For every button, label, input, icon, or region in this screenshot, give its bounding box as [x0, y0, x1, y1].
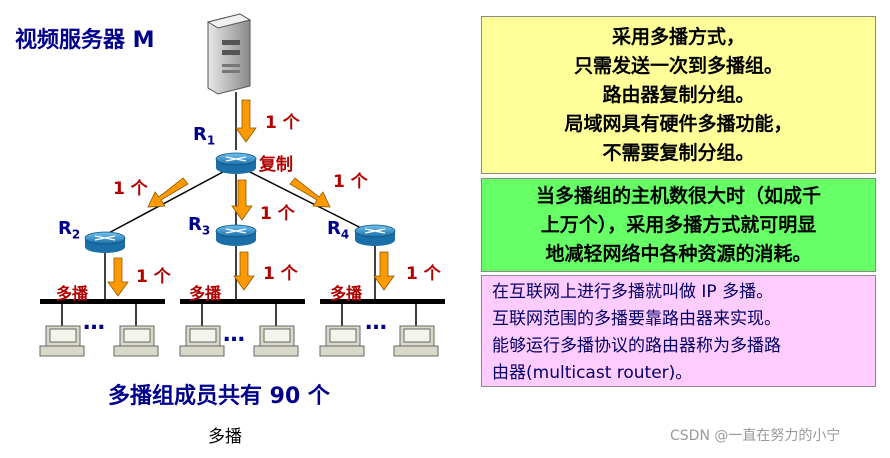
video-server-icon [206, 13, 252, 95]
figure-caption: 多播 [208, 427, 242, 447]
note-box-green: 当多播组的主机数很大时（如成千 上万个），采用多播方式就可明显 地减轻网络中各种… [481, 178, 876, 272]
one-copy-label-lan2: 1 个 [263, 264, 298, 284]
router-r4-subscript: 4 [340, 227, 350, 242]
multicast-diagram: 视频服务器 M R1 R2 R3 R4 复制 1 个 1 个 1 个 1 个 1… [15, 13, 445, 447]
link-r1-r2 [104, 164, 237, 236]
arrow-r4-lan [373, 251, 395, 291]
router-r3-name: R [188, 214, 202, 235]
member-count-caption: 多播组成员共有 90 个 [108, 384, 330, 409]
watermark: CSDN @一直在努力的小宁 [670, 428, 841, 444]
copy-label: 复制 [259, 155, 293, 175]
computer-icon [39, 325, 85, 357]
arrow-server-r1 [235, 99, 257, 143]
computer-icon [113, 325, 159, 357]
arrow-r1-r3 [231, 179, 253, 221]
router-r4-icon [354, 224, 396, 246]
note-line: 在互联网上进行多播就叫做 IP 多播。 [492, 282, 774, 302]
note-line: 路由器复制分组。 [602, 84, 755, 106]
computer-icon [253, 325, 299, 357]
lan-bus-1 [40, 299, 165, 304]
note-line: 由器(multicast router)。 [492, 363, 693, 383]
lan-bus-3 [320, 299, 445, 304]
note-line: 只需发送一次到多播组。 [573, 55, 783, 77]
router-r1-subscript: 1 [206, 133, 216, 148]
ellipsis-lan2: … [223, 322, 245, 347]
router-r1-label: R1 [193, 124, 215, 148]
computer-icon [393, 325, 439, 357]
multicast-label-lan3: 多播 [330, 284, 363, 303]
note-line: 不需要复制分组。 [602, 142, 755, 164]
router-r1-icon [215, 152, 257, 174]
router-r3-subscript: 3 [201, 223, 211, 238]
note-line: 当多播组的主机数很大时（如成千 [535, 185, 821, 207]
note-line: 能够运行多播协议的路由器称为多播路 [492, 336, 781, 356]
one-copy-label-lan3: 1 个 [406, 264, 441, 284]
server-label: 视频服务器 M [15, 28, 155, 53]
arrow-r2-lan [107, 257, 129, 297]
router-r2-label: R2 [58, 218, 80, 242]
note-line: 局域网具有硬件多播功能， [564, 113, 793, 135]
link-r1-r4 [235, 164, 376, 236]
lan-bus-2 [180, 299, 305, 304]
note-line: 上万个），采用多播方式就可明显 [540, 214, 817, 236]
router-r3-label: R3 [188, 214, 210, 238]
router-r1-name: R [193, 124, 207, 145]
arrow-r1-r4 [289, 177, 331, 208]
one-copy-label-r2: 1 个 [113, 179, 148, 199]
router-r4-label: R4 [327, 218, 349, 242]
arrow-r1-r2 [147, 177, 189, 208]
computer-icon [179, 325, 225, 357]
one-copy-label-r4: 1 个 [333, 172, 368, 192]
note-line: 互联网范围的多播要靠路由器来实现。 [492, 309, 781, 329]
multicast-label-lan2: 多播 [189, 284, 222, 303]
note-box-yellow: 采用多播方式， 只需发送一次到多播组。 路由器复制分组。 局域网具有硬件多播功能… [481, 16, 876, 174]
one-copy-label-lan1: 1 个 [136, 267, 171, 287]
router-r2-icon [84, 231, 126, 253]
note-line: 采用多播方式， [611, 26, 745, 48]
network-drawing [39, 13, 445, 357]
router-r2-name: R [58, 218, 72, 239]
note-line: 地减轻网络中各种资源的消耗。 [545, 243, 812, 265]
router-r2-subscript: 2 [71, 227, 81, 242]
ellipsis-lan3: … [365, 310, 387, 335]
host-computers [39, 325, 439, 357]
one-copy-label-server: 1 个 [265, 113, 300, 133]
router-r4-name: R [327, 218, 341, 239]
computer-icon [319, 325, 365, 357]
router-r3-icon [215, 224, 257, 246]
multicast-label-lan1: 多播 [56, 284, 89, 303]
arrow-r3-lan [233, 251, 255, 291]
note-box-pink: 在互联网上进行多播就叫做 IP 多播。 互联网范围的多播要靠路由器来实现。 能够… [481, 275, 876, 387]
ellipsis-lan1: … [83, 310, 105, 335]
one-copy-label-r3: 1 个 [260, 204, 295, 224]
